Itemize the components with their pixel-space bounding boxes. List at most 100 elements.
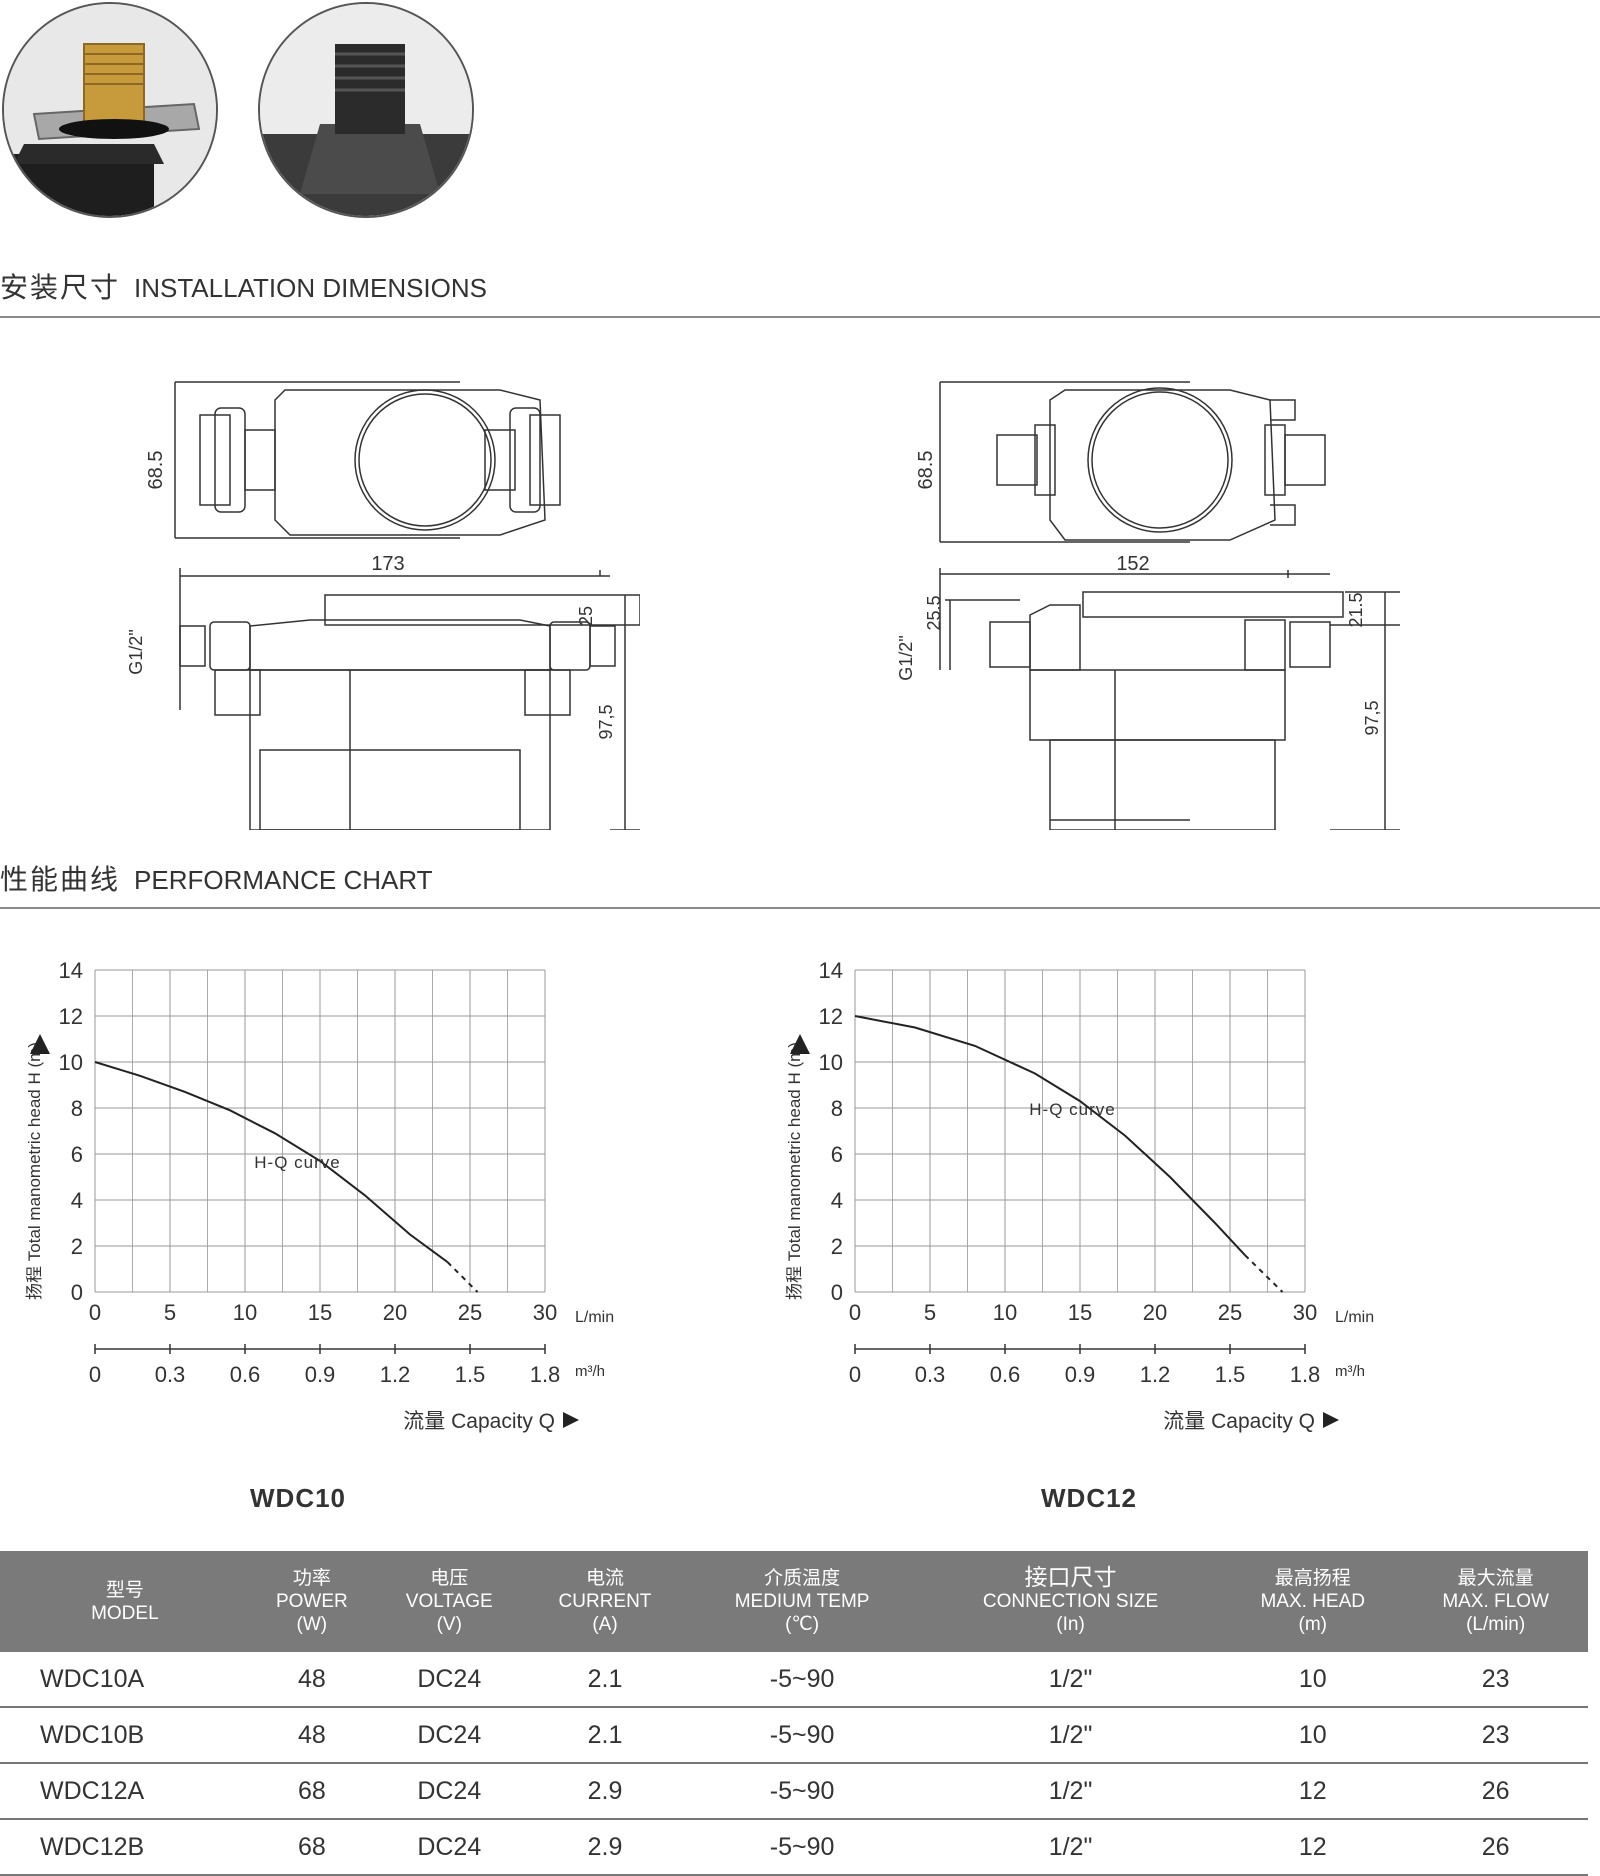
x-tick-label: 30	[533, 1300, 557, 1325]
header-unit: (L/min)	[1466, 1614, 1526, 1635]
table-cell: 68	[249, 1819, 374, 1876]
x-tick-label: 5	[164, 1300, 176, 1325]
y-tick-label: 4	[831, 1188, 843, 1213]
header-en: MEDIUM TEMP	[734, 1591, 870, 1612]
wdc10-chart-title: WDC10	[250, 1483, 347, 1513]
header-cn: 介质温度	[764, 1567, 841, 1589]
header-unit: (℃)	[785, 1614, 820, 1635]
x2-tick-label: 1.8	[530, 1362, 561, 1387]
table-cell: WDC12B	[0, 1819, 250, 1876]
header-cn: 功率	[292, 1567, 331, 1589]
x-axis-title: 流量 Capacity Q	[1163, 1410, 1315, 1433]
table-cell: 1/2"	[918, 1652, 1223, 1708]
x-tick-label: 15	[1068, 1300, 1092, 1325]
table-cell: 10	[1222, 1707, 1404, 1764]
x-tick-label: 25	[458, 1300, 482, 1325]
x-unit-label: L/min	[1335, 1309, 1374, 1326]
x-tick-label: 25	[1218, 1300, 1242, 1325]
table-cell: 2.9	[524, 1819, 686, 1876]
plastic-inlet-photo	[258, 2, 474, 218]
brass-fitting-photo	[2, 2, 218, 218]
x-tick-label: 5	[924, 1300, 936, 1325]
table-cell: DC24	[374, 1819, 525, 1876]
header-cn: 最高扬程	[1274, 1567, 1351, 1589]
y-tick-label: 14	[819, 958, 843, 983]
hq-curve-extrapolated	[1244, 1254, 1284, 1293]
header-en: POWER	[275, 1591, 348, 1612]
table-cell: WDC12A	[0, 1763, 250, 1820]
y-tick-label: 12	[59, 1004, 83, 1029]
wdc10-height-label: 68.5	[145, 451, 167, 490]
table-cell: -5~90	[685, 1652, 919, 1708]
header-unit: (In)	[1056, 1614, 1085, 1635]
header-unit: (W)	[296, 1614, 328, 1635]
wdc10-top-offset-label: 25	[576, 606, 596, 626]
wdc12-thread-label: G1/2"	[896, 635, 916, 680]
y-tick-label: 8	[71, 1096, 83, 1121]
x-axis-title: 流量 Capacity Q	[403, 1410, 555, 1433]
table-cell: 23	[1403, 1707, 1588, 1764]
y-tick-label: 8	[831, 1096, 843, 1121]
table-cell: 48	[249, 1652, 374, 1708]
table-cell: 26	[1403, 1819, 1588, 1876]
x-tick-label: 20	[383, 1300, 407, 1325]
y-axis-title: 扬程 Total manometric head H (m)	[25, 1042, 44, 1300]
x-tick-label: 10	[233, 1300, 257, 1325]
x2-tick-label: 1.5	[455, 1362, 486, 1387]
performance-title-cn: 性能曲线	[0, 863, 121, 896]
table-cell: -5~90	[685, 1763, 919, 1820]
table-cell: 23	[1403, 1652, 1588, 1708]
header-en: MAX. FLOW	[1442, 1591, 1549, 1612]
y-tick-label: 2	[71, 1234, 83, 1259]
x-tick-label: 15	[308, 1300, 332, 1325]
x2-tick-label: 1.5	[1215, 1362, 1246, 1387]
table-cell: 1/2"	[918, 1707, 1223, 1764]
y-tick-label: 4	[71, 1188, 83, 1213]
header-en: CURRENT	[558, 1591, 652, 1612]
wdc10-width-label: 173	[371, 553, 404, 575]
table-cell: 2.1	[524, 1652, 686, 1708]
x2-tick-label: 0.9	[1065, 1362, 1096, 1387]
wdc10-dimension-drawing: 68.5 173 G1/2" 25 97,5	[126, 381, 640, 830]
wdc12-chart-title: WDC12	[1041, 1483, 1138, 1513]
table-cell: 1/2"	[918, 1819, 1223, 1876]
x-tick-label: 20	[1143, 1300, 1167, 1325]
table-cell: 48	[249, 1707, 374, 1764]
table-cell: -5~90	[685, 1707, 919, 1764]
y-tick-label: 6	[71, 1142, 83, 1167]
table-cell: DC24	[374, 1707, 525, 1764]
x2-tick-label: 0.3	[155, 1362, 186, 1387]
x-axis-arrow-icon	[1323, 1412, 1339, 1428]
y-axis-arrow-icon	[790, 1034, 810, 1054]
x2-unit-label: m³/h	[1335, 1363, 1365, 1380]
y-tick-label: 10	[819, 1050, 843, 1075]
x2-tick-label: 1.2	[1140, 1362, 1171, 1387]
hq-curve-label: H-Q curve	[1029, 1100, 1115, 1119]
x-unit-label: L/min	[575, 1309, 614, 1326]
table-cell: -5~90	[685, 1819, 919, 1876]
x-tick-label: 10	[993, 1300, 1017, 1325]
table-cell: DC24	[374, 1763, 525, 1820]
hq-curve	[94, 1061, 449, 1263]
header-unit: (V)	[436, 1614, 462, 1635]
header-en: MODEL	[91, 1602, 159, 1624]
table-cell: WDC10B	[0, 1707, 250, 1764]
header-cn: 电压	[430, 1567, 469, 1589]
table-cell: DC24	[374, 1652, 525, 1708]
table-cell: 2.1	[524, 1707, 686, 1764]
performance-divider	[0, 907, 1600, 909]
